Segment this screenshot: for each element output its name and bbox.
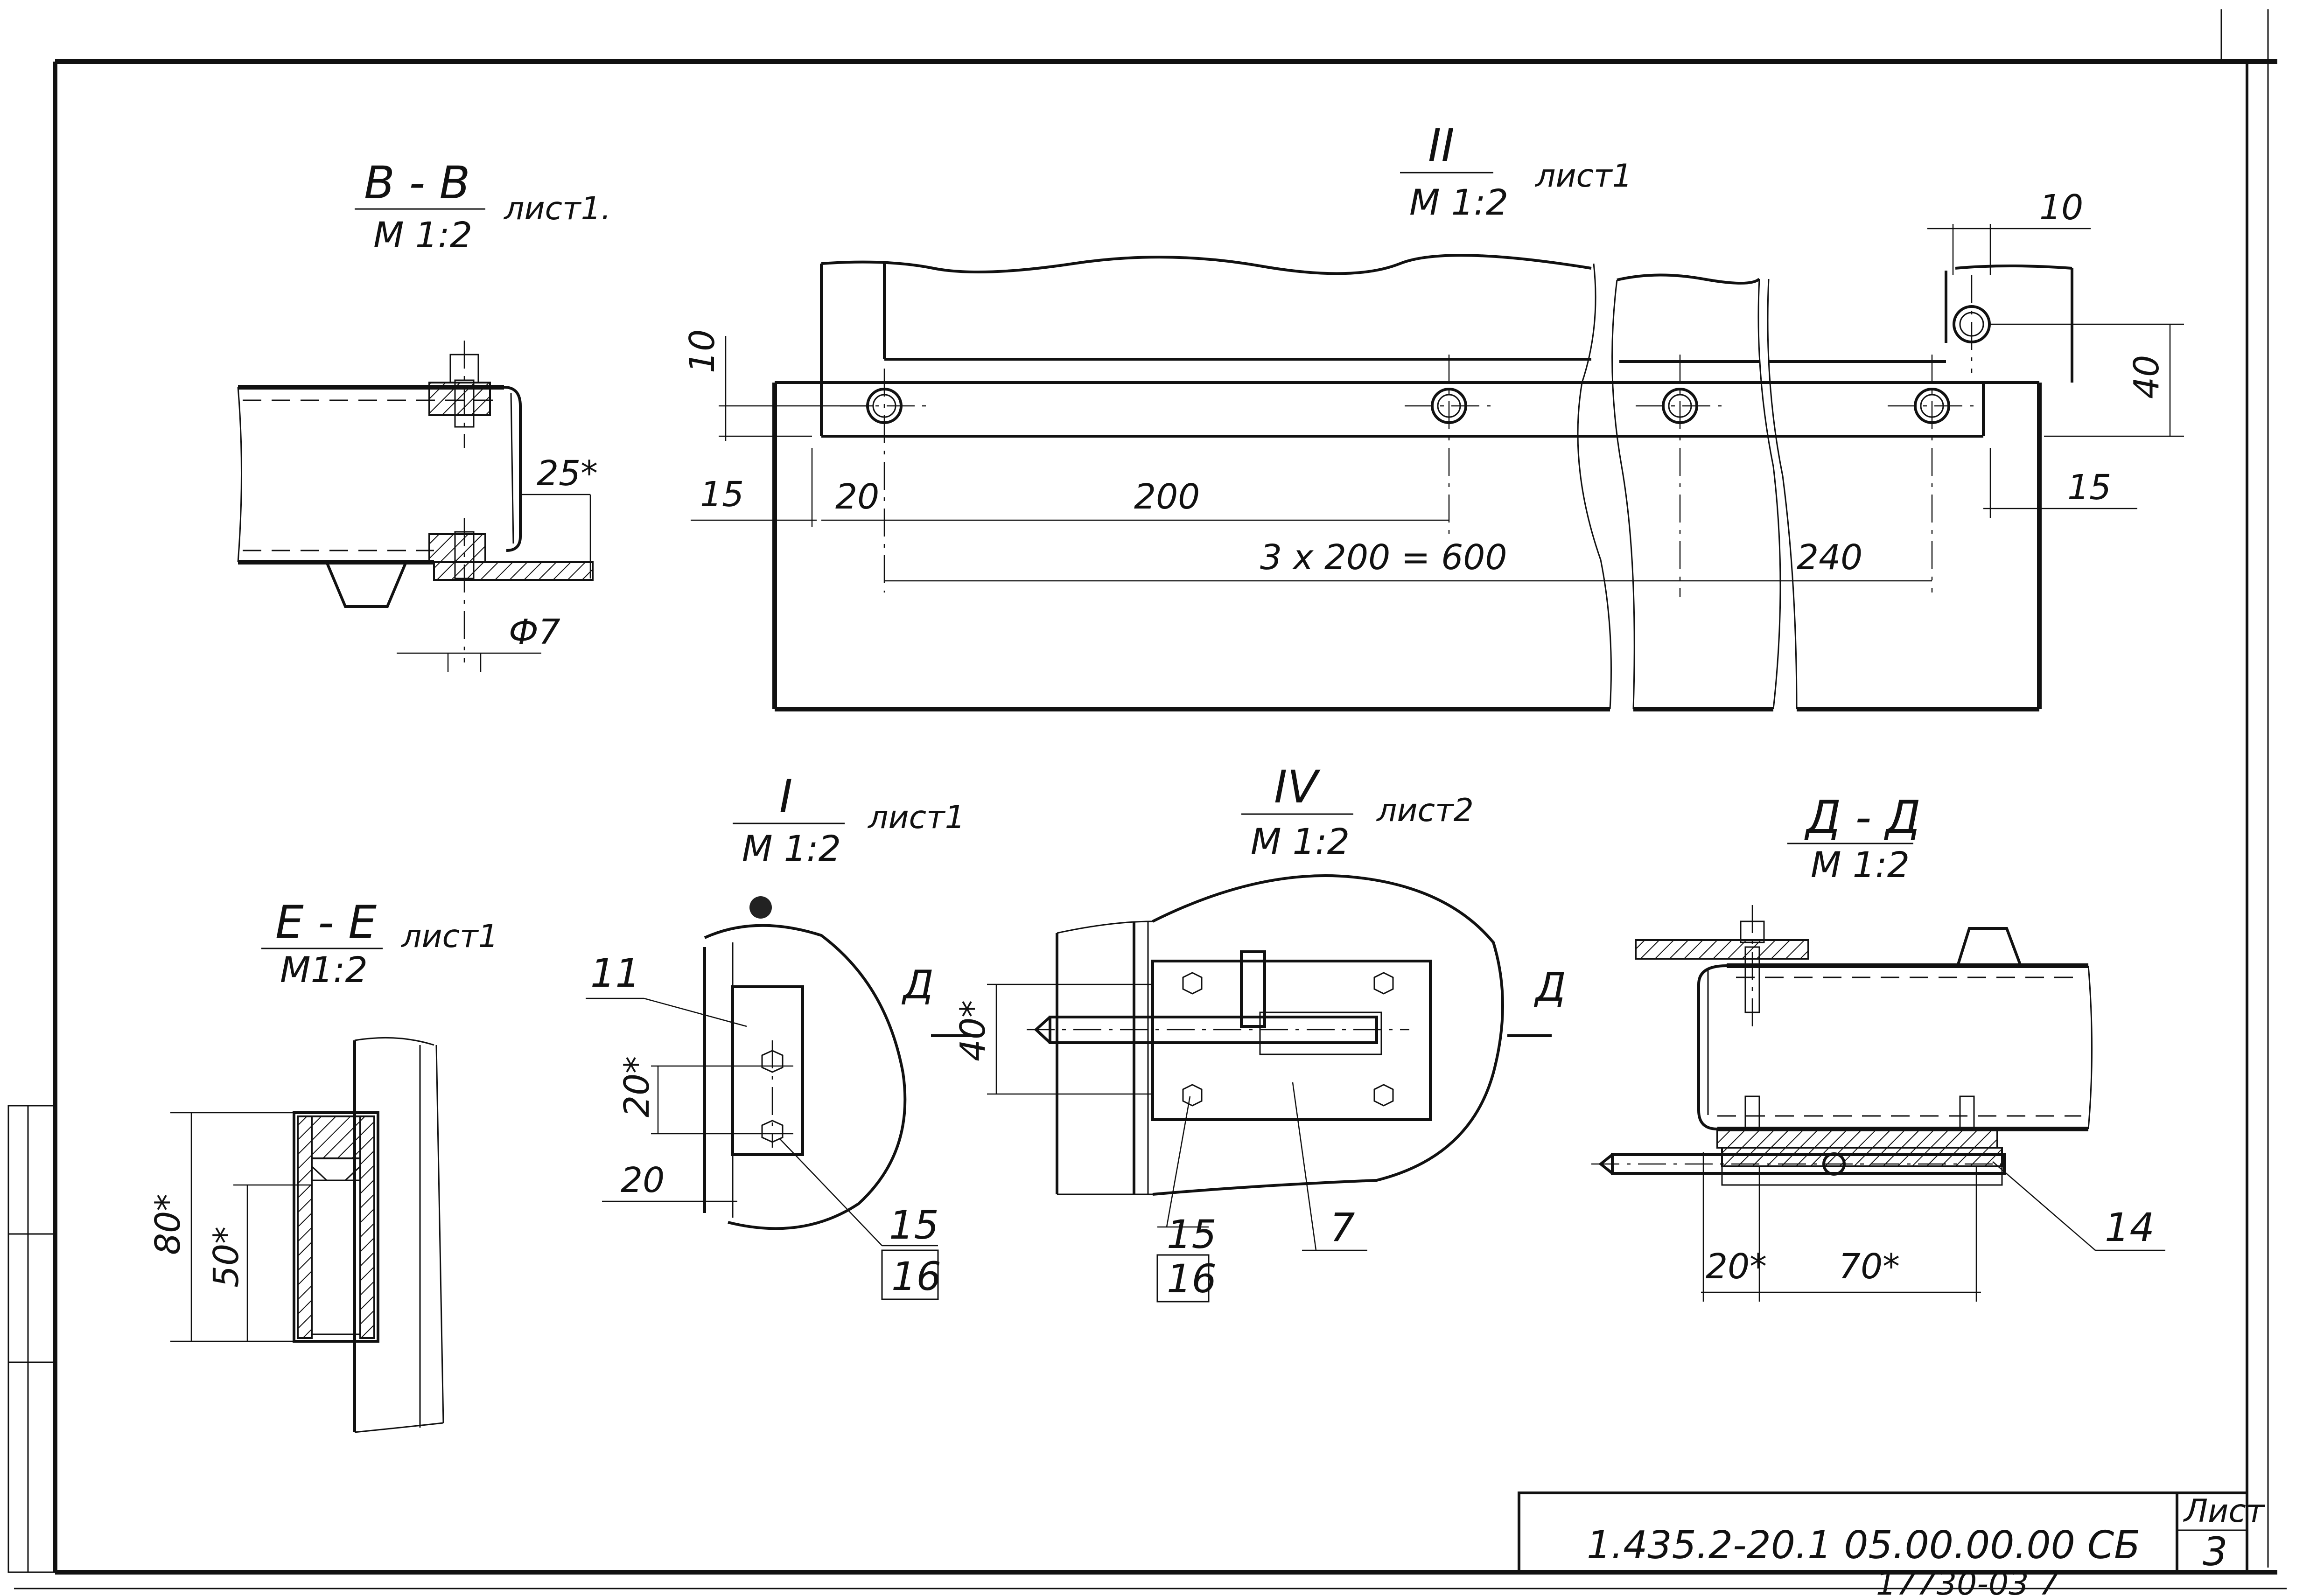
ee-dim-80: 80* <box>148 1194 188 1255</box>
i-dim-20-vertical: 20* <box>617 1056 657 1117</box>
iv-section-mark-left: Д <box>901 962 934 1008</box>
ii-dim-240: 240 <box>1797 537 1862 578</box>
i-dim-20-horizontal: 20 <box>621 1160 665 1200</box>
view-dd: Д - Д М 1:2 20* 70* 14 <box>1591 791 2165 1302</box>
iv-callout-16: 16 <box>1167 1256 1217 1302</box>
ii-dim-10-top: 10 <box>2039 188 2083 228</box>
sheet-label: Лист <box>2183 1493 2266 1530</box>
view-iv-sheet-ref: лист2 <box>1376 792 1474 829</box>
document-code: 1.435.2-20.1 05.00.00.00 СБ <box>1587 1523 2140 1568</box>
ii-dim-3x200: 3 x 200 = 600 <box>1260 537 1507 578</box>
i-callout-11: 11 <box>590 950 640 996</box>
view-iv-scale: М 1:2 <box>1251 821 1350 862</box>
view-iv-title: IV <box>1274 761 1321 813</box>
view-vv: В - В М 1:2 лист1. 25* Ф7 <box>237 157 611 672</box>
view-ii-scale: М 1:2 <box>1409 181 1508 223</box>
ii-dim-20: 20 <box>835 477 879 517</box>
view-iv: IV М 1:2 лист2 Д Д 40* 15 <box>901 761 1566 1303</box>
view-vv-title: В - В <box>364 157 470 209</box>
sheet-number: 3 <box>2203 1529 2227 1575</box>
dd-dim-20: 20* <box>1706 1247 1767 1287</box>
ee-dim-50: 50* <box>206 1227 246 1288</box>
view-ii: II М 1:2 лист1 <box>682 119 2184 711</box>
vv-dim-diameter-7: Ф7 <box>509 612 560 652</box>
view-i: I М 1:2 лист1 20* 20 11 15 16 <box>586 770 965 1300</box>
view-ee-title: Е - Е <box>275 896 377 948</box>
view-dd-scale: М 1:2 <box>1811 844 1910 885</box>
ii-dim-15-right: 15 <box>2067 467 2111 508</box>
view-vv-sheet-ref: лист1. <box>503 190 611 227</box>
ii-dim-40: 40 <box>2127 355 2167 399</box>
ii-dim-10-left: 10 <box>682 329 722 373</box>
iv-callout-7: 7 <box>1330 1205 1355 1250</box>
view-ii-title: II <box>1428 119 1455 172</box>
i-callout-15: 15 <box>889 1202 939 1248</box>
ii-dim-15-left: 15 <box>700 474 744 515</box>
view-vv-scale: М 1:2 <box>373 214 472 256</box>
iv-section-mark-right: Д <box>1533 964 1566 1010</box>
iv-dim-40: 40* <box>953 1000 993 1061</box>
vv-dim-25: 25* <box>537 453 598 494</box>
view-i-title: I <box>779 770 792 822</box>
dd-callout-14: 14 <box>2105 1205 2155 1250</box>
iv-callout-15: 15 <box>1167 1212 1217 1257</box>
view-dd-title: Д - Д <box>1804 791 1921 843</box>
view-ee-sheet-ref: лист1 <box>400 918 498 955</box>
inventory-number: 17730-03 7 <box>1876 1566 2059 1596</box>
view-i-sheet-ref: лист1 <box>867 799 965 836</box>
view-ii-sheet-ref: лист1 <box>1534 158 1632 195</box>
dd-dim-70: 70* <box>1839 1247 1900 1287</box>
view-i-scale: М 1:2 <box>742 828 841 869</box>
view-ee: Е - Е М1:2 лист1 80* 50* <box>148 896 498 1433</box>
view-ee-scale: М1:2 <box>280 949 368 990</box>
ii-dim-200: 200 <box>1134 477 1200 517</box>
title-block: 1.435.2-20.1 05.00.00.00 СБ Лист 3 17730… <box>1518 1491 2266 1596</box>
i-callout-16: 16 <box>891 1254 941 1299</box>
